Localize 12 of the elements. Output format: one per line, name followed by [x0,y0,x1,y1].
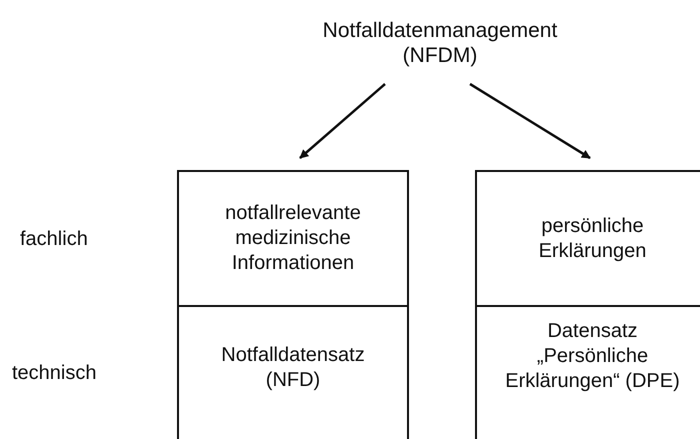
row-label: fachlich [20,228,88,251]
cell-text: Notfalldatensatz (NFD) [220,343,366,393]
arrow [469,82,591,160]
cell-text: Datensatz „Persönliche Erklärungen“ (DPE) [504,319,681,394]
table-cell [177,305,409,439]
table-cell [177,170,409,307]
cell-text: notfallrelevante medizinische Informationen [224,201,362,276]
cell-text: persönliche Erklärungen [538,214,648,264]
title-text: Notfalldatenmanagement (NFDM) [322,18,558,68]
arrow [299,83,386,159]
table-cell [475,170,700,307]
row-label: technisch [12,362,96,385]
